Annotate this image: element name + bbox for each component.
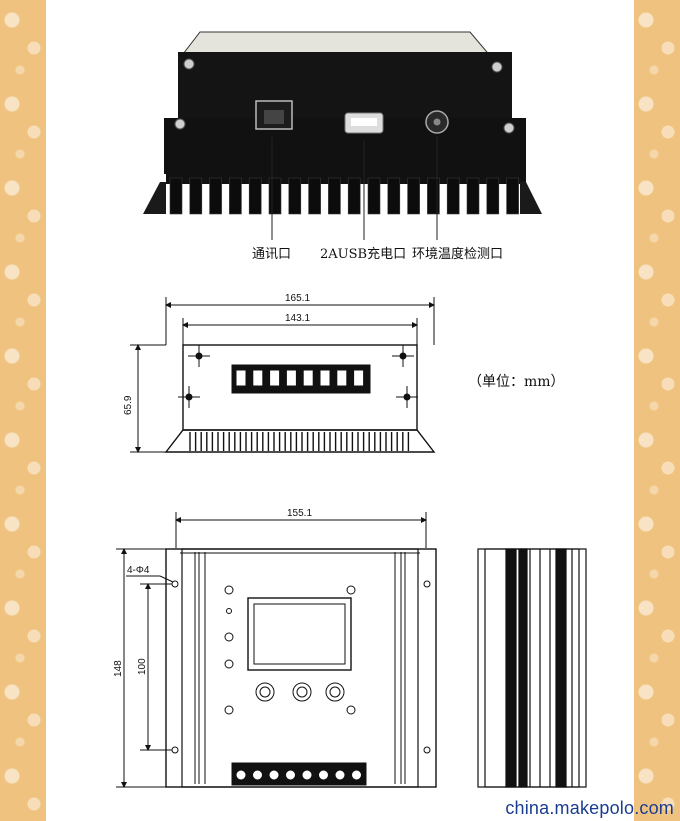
terminal-slot xyxy=(319,369,331,387)
front-terminal-block xyxy=(235,769,362,781)
heatsink-fin xyxy=(407,177,420,215)
heatsink-fin xyxy=(347,177,361,215)
terminal-screw xyxy=(252,769,263,781)
heatsink-fin xyxy=(427,177,440,215)
terminal-screw xyxy=(318,769,329,781)
dim-front-height: 148 xyxy=(113,660,124,677)
heatsink-fin xyxy=(446,177,460,215)
right-pattern-border xyxy=(634,0,680,821)
terminal-slot xyxy=(353,369,365,387)
side-profile-drawing xyxy=(477,548,587,788)
dim-front-width: 155.1 xyxy=(287,508,312,519)
terminal-slot xyxy=(302,369,314,387)
front-view-drawing xyxy=(116,512,437,788)
terminal-screw xyxy=(351,769,362,781)
left-pattern-border xyxy=(0,0,46,821)
terminal-slot xyxy=(285,369,297,387)
side-view-drawing xyxy=(130,297,436,453)
heatsink-fin xyxy=(189,177,203,215)
heatsink-fin xyxy=(506,177,519,215)
heatsink-fin xyxy=(169,177,183,215)
heatsink-fin xyxy=(486,177,500,215)
port-label-temp: 环境温度检测口 xyxy=(412,246,503,262)
dim-hole-spacing: 100 xyxy=(137,658,148,675)
heatsink-fin xyxy=(387,177,401,215)
unit-label: （单位：mm） xyxy=(468,374,565,390)
heatsink-fin xyxy=(229,177,242,215)
terminal-slot xyxy=(252,369,264,387)
dim-outer-width: 165.1 xyxy=(285,293,310,304)
terminal-slot xyxy=(269,369,281,387)
terminal-screw xyxy=(268,769,280,781)
device-photo xyxy=(143,31,542,215)
heatsink-fin xyxy=(328,177,341,215)
terminal-screw xyxy=(334,769,346,781)
dim-side-height: 65.9 xyxy=(123,395,134,415)
heatsink-fin xyxy=(268,177,282,215)
heatsink-fin xyxy=(209,177,222,215)
dim-inner-width: 143.1 xyxy=(285,313,310,324)
watermark-text: china.makepolo.com xyxy=(505,798,674,818)
heatsink-fin xyxy=(288,177,302,215)
port-label-comm: 通讯口 xyxy=(252,247,291,262)
heatsink-fin xyxy=(248,177,262,215)
terminal-slot xyxy=(235,369,247,387)
port-label-usb: 2AUSB充电口 xyxy=(320,246,406,262)
heatsink-fin xyxy=(308,177,321,215)
terminal-screw xyxy=(235,769,247,781)
terminal-screw xyxy=(301,769,313,781)
dim-hole-label: 4-Φ4 xyxy=(127,565,150,576)
heatsink-fin xyxy=(466,177,480,215)
terminal-slot xyxy=(336,369,348,387)
side-terminal-block xyxy=(235,369,365,387)
heatsink-fin xyxy=(367,177,381,215)
terminal-screw xyxy=(285,769,296,781)
side-heatsink-fins xyxy=(189,432,410,451)
